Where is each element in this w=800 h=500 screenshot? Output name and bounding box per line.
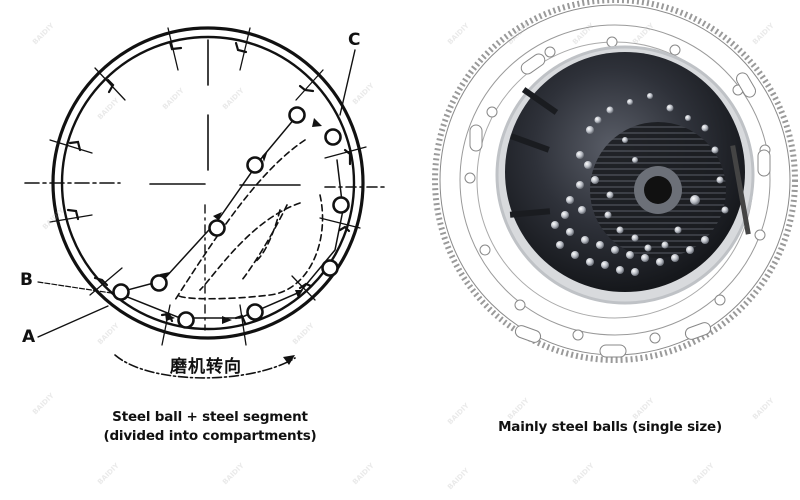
mill-cross-section-schematic [24, 26, 389, 379]
label-c: C [348, 30, 361, 50]
left-caption-line1: Steel ball + steel segment [112, 409, 308, 425]
schematic-diagram-panel: B A C 磨机转向 Steel ball + steel segment (d… [0, 26, 420, 446]
left-caption-line2: (divided into compartments) [103, 428, 317, 444]
rendered-mill-panel: Mainly steel balls (single size) [420, 0, 800, 500]
ball-mill-render [432, 0, 798, 363]
label-a: A [22, 327, 36, 347]
right-caption: Mainly steel balls (single size) [498, 419, 722, 435]
label-b: B [20, 270, 33, 290]
mill-rotation-direction-label: 磨机转向 [170, 357, 242, 377]
left-caption: Steel ball + steel segment (divided into… [0, 408, 420, 446]
